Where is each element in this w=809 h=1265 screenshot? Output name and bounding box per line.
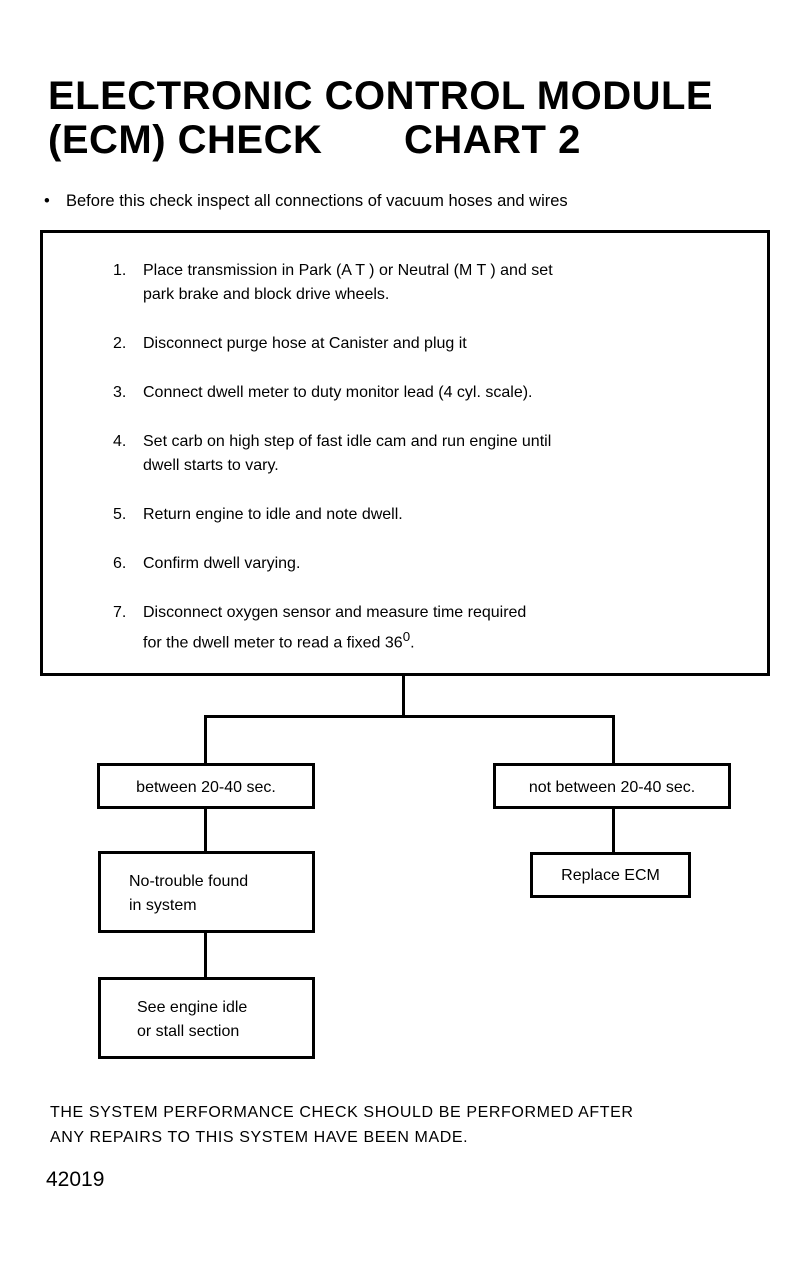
no-trouble-line-2: in system bbox=[129, 897, 197, 914]
branch-not-between-label: not between 20-40 sec. bbox=[528, 779, 696, 796]
step-text: park brake and block drive wheels. bbox=[143, 286, 390, 303]
step-1: 1. Place transmission in Park (A T ) or … bbox=[113, 259, 747, 307]
branch-not-between-box: not between 20-40 sec. bbox=[493, 763, 731, 809]
step-7: 7. Disconnect oxygen sensor and measure … bbox=[113, 601, 747, 655]
step-text: Set carb on high step of fast idle cam a… bbox=[143, 433, 552, 450]
connector-left-to-result bbox=[204, 808, 207, 852]
pre-check-note: • Before this check inspect all connectio… bbox=[44, 192, 568, 211]
step-number: 4. bbox=[113, 433, 127, 450]
step-number: 7. bbox=[113, 604, 127, 621]
replace-ecm-label: Replace ECM bbox=[561, 867, 660, 884]
connector-right-down bbox=[612, 715, 615, 765]
footer-line-1: THE SYSTEM PERFORMANCE CHECK SHOULD BE P… bbox=[50, 1104, 634, 1121]
step-number: 5. bbox=[113, 506, 127, 523]
step-text: dwell starts to vary. bbox=[143, 457, 279, 474]
see-engine-line-1: See engine idle bbox=[137, 999, 248, 1016]
title-line-2: (ECM) CHECK CHART 2 bbox=[48, 118, 580, 162]
step-text: for the dwell meter to read a fixed 360. bbox=[143, 625, 747, 655]
see-engine-box: See engine idle or stall section bbox=[98, 977, 315, 1059]
connector-horizontal bbox=[204, 715, 615, 718]
step-text: Disconnect purge hose at Canister and pl… bbox=[143, 335, 467, 352]
see-engine-line-2: or stall section bbox=[137, 1023, 240, 1040]
connector-left-down bbox=[204, 715, 207, 765]
step-6: 6. Confirm dwell varying. bbox=[113, 552, 747, 576]
step-text: Disconnect oxygen sensor and measure tim… bbox=[143, 604, 527, 621]
reference-number: 42019 bbox=[46, 1168, 105, 1191]
step-text: Return engine to idle and note dwell. bbox=[143, 506, 403, 523]
connector-main-down bbox=[402, 676, 405, 718]
step-text: Confirm dwell varying. bbox=[143, 555, 301, 572]
branch-between-label: between 20-40 sec. bbox=[136, 779, 276, 796]
step-number: 6. bbox=[113, 555, 127, 572]
connector-right-to-result bbox=[612, 808, 615, 854]
connector-result-to-next bbox=[204, 932, 207, 978]
branch-between-box: between 20-40 sec. bbox=[97, 763, 315, 809]
bullet-icon: • bbox=[44, 192, 50, 210]
step-number: 1. bbox=[113, 262, 127, 279]
step-5: 5. Return engine to idle and note dwell. bbox=[113, 503, 747, 527]
step-2: 2. Disconnect purge hose at Canister and… bbox=[113, 332, 747, 356]
pre-check-note-text: Before this check inspect all connection… bbox=[66, 192, 568, 210]
title-ecm-check: (ECM) CHECK bbox=[48, 118, 323, 162]
step-4: 4. Set carb on high step of fast idle ca… bbox=[113, 430, 747, 478]
replace-ecm-box: Replace ECM bbox=[530, 852, 691, 898]
step-number: 2. bbox=[113, 335, 127, 352]
footer-line-2: ANY REPAIRS TO THIS SYSTEM HAVE BEEN MAD… bbox=[50, 1129, 469, 1146]
step-text-suffix: . bbox=[410, 634, 415, 652]
no-trouble-line-1: No-trouble found bbox=[129, 873, 249, 890]
step-text: Connect dwell meter to duty monitor lead… bbox=[143, 384, 533, 401]
step-3: 3. Connect dwell meter to duty monitor l… bbox=[113, 381, 747, 405]
degree-superscript: 0 bbox=[402, 629, 411, 644]
no-trouble-box: No-trouble found in system bbox=[98, 851, 315, 933]
procedure-box: 1. Place transmission in Park (A T ) or … bbox=[40, 230, 770, 676]
step-text: Place transmission in Park (A T ) or Neu… bbox=[143, 262, 553, 279]
procedure-steps: 1. Place transmission in Park (A T ) or … bbox=[113, 259, 747, 680]
title-chart-number: CHART 2 bbox=[404, 118, 581, 162]
step-number: 3. bbox=[113, 384, 127, 401]
step-text-value: for the dwell meter to read a fixed 36 bbox=[143, 634, 403, 652]
title-line-1: ELECTRONIC CONTROL MODULE bbox=[48, 74, 714, 118]
footer-note: THE SYSTEM PERFORMANCE CHECK SHOULD BE P… bbox=[50, 1100, 770, 1150]
